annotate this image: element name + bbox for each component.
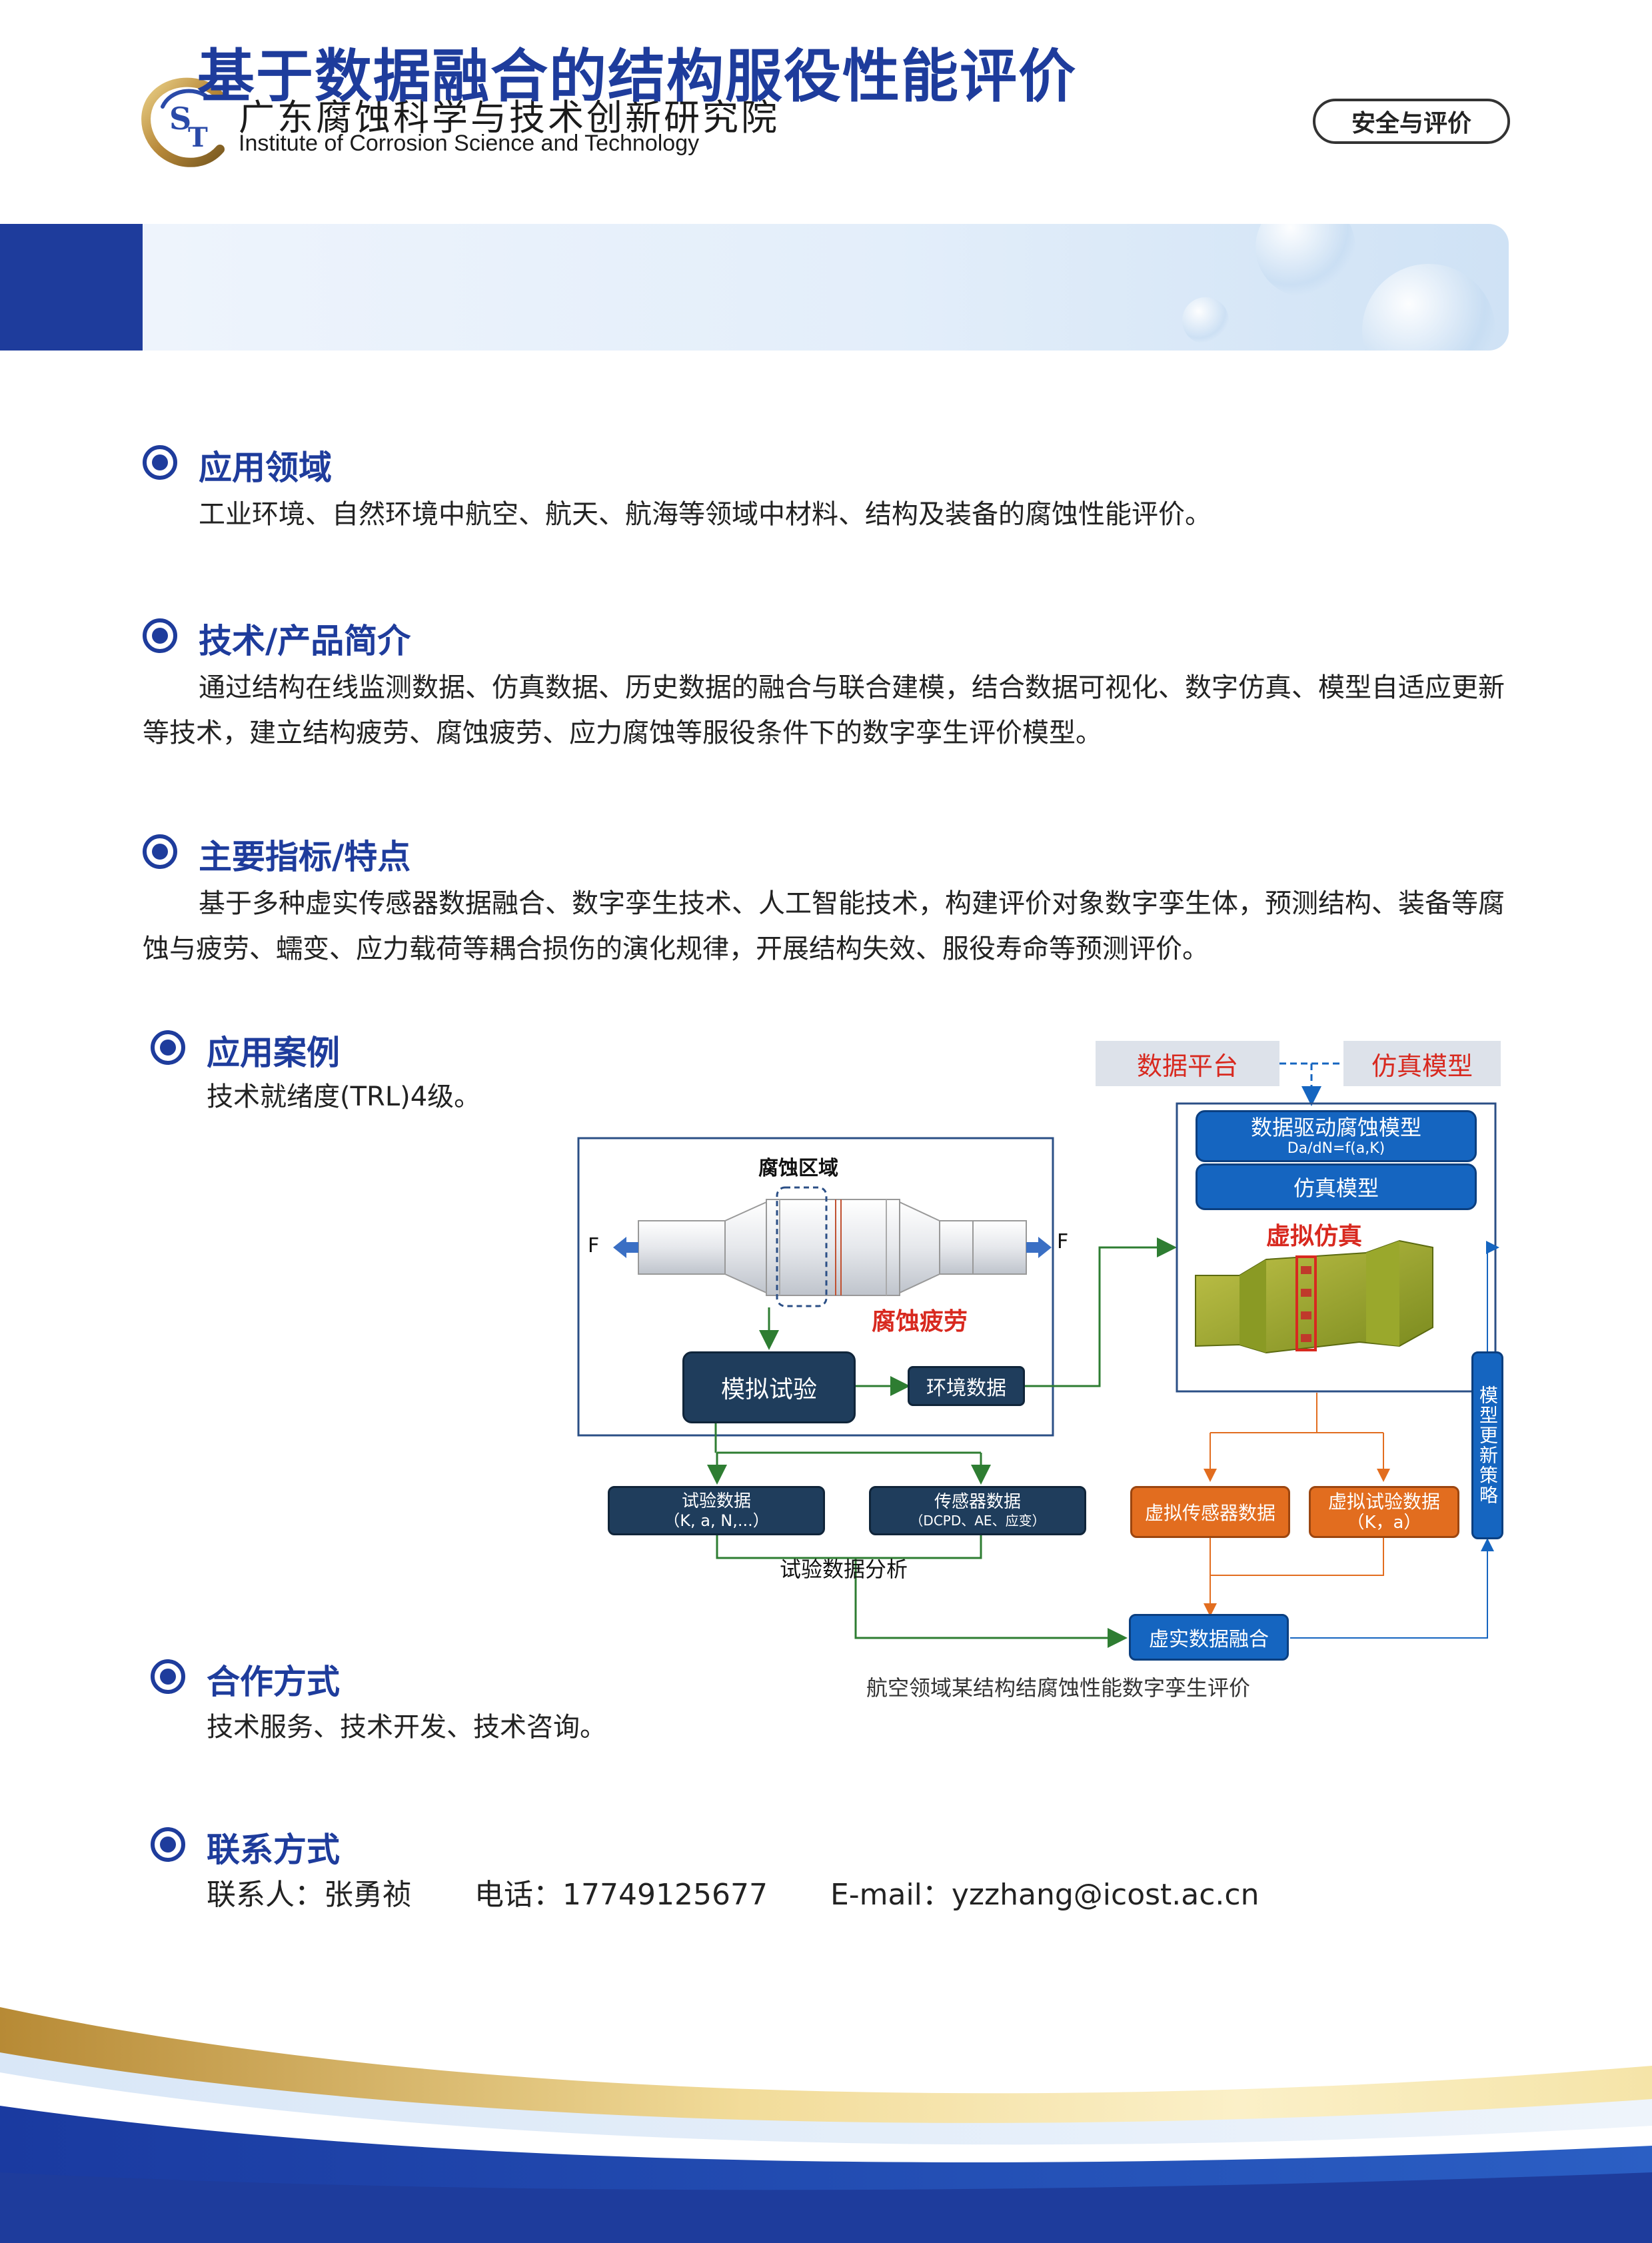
sensor-data-box: 传感器数据 （DCPD、AE、应变） (869, 1486, 1086, 1535)
logo-emblem-icon: S T (141, 77, 225, 167)
svg-text:T: T (188, 122, 208, 153)
bullet-icon (143, 834, 177, 869)
fusion-box: 虚实数据融合 (1129, 1614, 1289, 1661)
corrosion-region-label: 腐蚀区域 (758, 1157, 838, 1180)
banner-accent-bar (0, 224, 143, 351)
section-introduction: 技术/产品简介 通过结构在线监测数据、仿真数据、历史数据的融合与联合建模，结合数… (143, 614, 1509, 756)
institute-name-en: Institute of Corrosion Science and Techn… (239, 131, 700, 156)
svg-text:S: S (169, 101, 191, 137)
diagram-caption: 航空领域某结构结腐蚀性能数字孪生评价 (866, 1675, 1251, 1701)
test-data-label: 试验数据 (681, 1491, 751, 1511)
decorative-bubble (1182, 297, 1229, 344)
bullet-icon (151, 1659, 185, 1694)
contact-email[interactable]: E-mail：yzzhang@icost.ac.cn (830, 1878, 1259, 1912)
institute-logo: S T 广东腐蚀科学与技术创新研究院 Institute of Corrosio… (139, 75, 805, 168)
contact-line: 联系人：张勇祯 电话：17749125677 E-mail：yzzhang@ic… (207, 1872, 1483, 1918)
section-title: 技术/产品简介 (199, 622, 411, 660)
digital-twin-diagram: 数据平台 仿真模型 数据驱动腐蚀模型 Da/dN=f(a,K) 仿真模型 虚拟仿… (573, 1033, 1533, 1713)
section-cases: 应用案例 技术就绪度(TRL)4级。 (151, 1026, 577, 1120)
institute-name-cn: 广东腐蚀科学与技术创新研究院 (239, 97, 780, 139)
virtual-test-sub-label: （K，a） (1347, 1513, 1421, 1533)
formula-label: Da/dN=f(a,K) (1287, 1140, 1385, 1157)
specimen-drawing (638, 1199, 1027, 1296)
section-text: 基于多种虚实传感器数据融合、数字孪生技术、人工智能技术，构建评价对象数字孪生体，… (143, 888, 1505, 964)
force-left-label: F (588, 1234, 600, 1257)
sensor-data-sub-label: （DCPD、AE、应变） (910, 1513, 1046, 1529)
virtual-test-label: 虚拟试验数据 (1327, 1491, 1440, 1513)
section-title: 应用案例 (207, 1034, 340, 1072)
test-analysis-label: 试验数据分析 (780, 1557, 908, 1582)
arrow-left-icon (613, 1237, 638, 1258)
section-cooperation: 合作方式 技术服务、技术开发、技术咨询。 (151, 1655, 817, 1750)
sim-model-box: 仿真模型 (1196, 1163, 1477, 1210)
diagram-connectors (577, 1062, 1499, 1648)
virtual-sensor-box: 虚拟传感器数据 (1130, 1486, 1290, 1538)
twin-3d-model (1195, 1239, 1433, 1354)
banner-background (143, 224, 1509, 351)
contact-person: 联系人：张勇祯 (207, 1878, 412, 1912)
virtual-sim-label: 虚拟仿真 (1266, 1223, 1363, 1250)
data-platform-tag: 数据平台 (1096, 1041, 1279, 1086)
bullet-icon (151, 1030, 185, 1065)
sim-model-tag: 仿真模型 (1343, 1041, 1501, 1086)
bullet-icon (151, 1827, 185, 1862)
sensor-data-label: 传感器数据 (934, 1492, 1021, 1512)
bullet-icon (143, 618, 177, 653)
title-banner (0, 224, 1509, 351)
page-title: 基于数据融合的结构服役性能评价 (197, 43, 1077, 110)
experiment-frame (577, 1137, 1054, 1437)
virtual-test-box: 虚拟试验数据 （K，a） (1309, 1486, 1459, 1538)
section-features: 主要指标/特点 基于多种虚实传感器数据融合、数字孪生技术、人工智能技术，构建评价… (143, 830, 1509, 972)
bullet-icon (143, 445, 177, 480)
decorative-bubble (1362, 264, 1495, 351)
decorative-bubble (1255, 224, 1355, 297)
update-strategy-label: 模型更新策略 (1477, 1385, 1499, 1505)
section-title: 联系方式 (207, 1831, 340, 1869)
section-application-field: 应用领域 工业环境、自然环境中航空、航天、航海等领域中材料、结构及装备的腐蚀性能… (143, 441, 1509, 537)
force-right-label: F (1057, 1230, 1069, 1253)
section-text: 通过结构在线监测数据、仿真数据、历史数据的融合与联合建模，结合数据可视化、数字仿… (143, 672, 1505, 748)
section-title: 合作方式 (207, 1663, 340, 1701)
section-text: 技术服务、技术开发、技术咨询。 (207, 1712, 606, 1743)
data-driven-model-box: 数据驱动腐蚀模型 Da/dN=f(a,K) (1196, 1110, 1477, 1162)
update-strategy-box: 模型更新策略 (1471, 1351, 1503, 1539)
category-tag: 安全与评价 (1313, 99, 1510, 144)
footer-wave-decoration (0, 2007, 1652, 2243)
section-text: 技术就绪度(TRL)4级。 (207, 1082, 481, 1112)
arrow-right-icon (1026, 1237, 1052, 1258)
contact-phone: 电话：17749125677 (474, 1878, 768, 1912)
section-contact: 联系方式 联系人：张勇祯 电话：17749125677 E-mail：yzzha… (151, 1823, 1483, 1918)
corrosion-region-outline (776, 1186, 828, 1307)
section-title: 主要指标/特点 (199, 838, 411, 876)
test-data-box: 试验数据 （K, a, N,...） (608, 1486, 825, 1535)
sim-test-box: 模拟试验 (682, 1351, 856, 1423)
corrosion-fatigue-label: 腐蚀疲劳 (872, 1308, 968, 1335)
section-text: 工业环境、自然环境中航空、航天、航海等领域中材料、结构及装备的腐蚀性能评价。 (199, 499, 1212, 530)
env-data-box: 环境数据 (908, 1366, 1025, 1406)
data-driven-model-label: 数据驱动腐蚀模型 (1250, 1115, 1421, 1140)
section-title: 应用领域 (199, 448, 332, 487)
test-data-sub-label: （K, a, N,...） (664, 1511, 769, 1530)
